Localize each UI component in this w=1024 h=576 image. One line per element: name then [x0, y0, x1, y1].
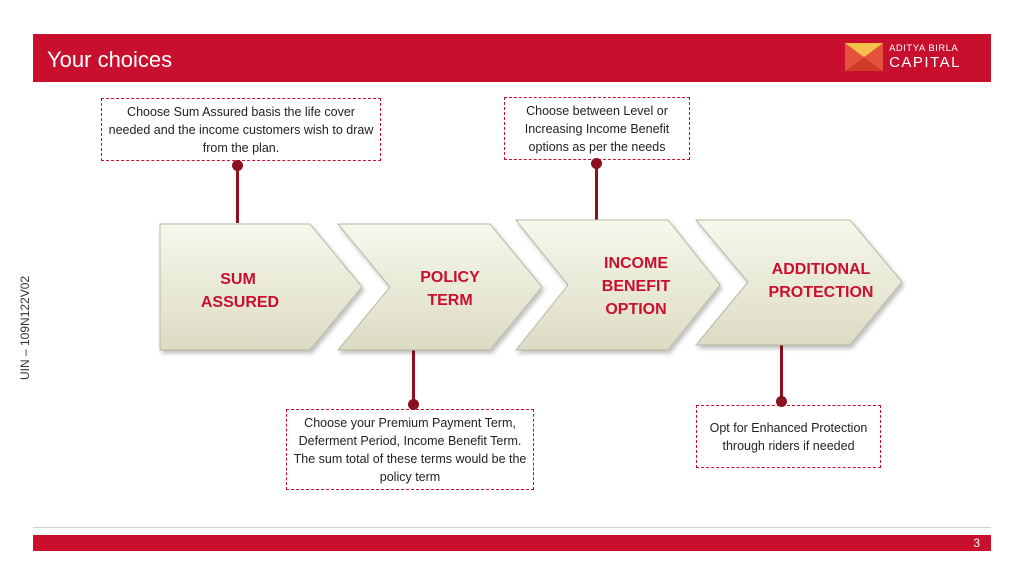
connector-dot-additional-protection — [776, 396, 787, 407]
chevron-label-additional-protection-1: ADDITIONAL — [772, 261, 871, 278]
page-title: Your choices — [47, 47, 173, 72]
connector-dot-sum-assured — [232, 160, 243, 171]
callout-sum-assured-text: Choose Sum Assured basis the life cover … — [108, 104, 374, 155]
chevron-policy-term: POLICY TERM — [336, 223, 543, 351]
chevron-sum-assured: SUM ASSURED — [159, 223, 363, 351]
chevron-label-income-benefit-2: BENEFIT — [602, 278, 671, 295]
footer-divider — [33, 527, 991, 528]
callout-policy-term-text: Choose your Premium Payment Term, Deferm… — [293, 415, 527, 484]
connector-sum-assured — [236, 165, 239, 223]
callout-income-benefit: Choose between Level or Increasing Incom… — [504, 97, 690, 160]
page-number: 3 — [973, 536, 980, 550]
callout-additional-protection: Opt for Enhanced Protection through ride… — [696, 405, 881, 468]
logo-text-bottom: CAPITAL — [889, 54, 961, 72]
chevron-additional-protection: ADDITIONAL PROTECTION — [694, 219, 903, 346]
header-bar: Your choices ADITYA BIRLA CAPITAL — [33, 34, 991, 82]
footer-bar — [33, 535, 991, 551]
connector-dot-policy-term — [408, 399, 419, 410]
callout-additional-protection-text: Opt for Enhanced Protection through ride… — [709, 420, 868, 453]
brand-logo: ADITYA BIRLA CAPITAL — [845, 43, 961, 71]
aditya-birla-logo-icon — [845, 43, 884, 71]
chevron-income-benefit-option: INCOME BENEFIT OPTION — [514, 219, 721, 351]
callout-sum-assured: Choose Sum Assured basis the life cover … — [101, 98, 381, 161]
connector-policy-term — [412, 350, 415, 405]
uin-label: UIN – 109N122V02 — [18, 275, 32, 380]
callout-income-benefit-text: Choose between Level or Increasing Incom… — [524, 103, 670, 154]
chevron-label-policy-term-2: TERM — [427, 292, 472, 309]
callout-policy-term: Choose your Premium Payment Term, Deferm… — [286, 409, 534, 490]
chevron-label-sum-assured-1: SUM — [220, 271, 256, 288]
chevron-label-sum-assured-2: ASSURED — [201, 294, 279, 311]
connector-income-benefit — [595, 163, 598, 221]
logo-text-top: ADITYA BIRLA — [889, 42, 959, 54]
chevron-label-policy-term-1: POLICY — [420, 269, 480, 286]
process-chevrons: SUM ASSURED POLICY TERM INCOME BENEFIT O… — [159, 219, 903, 351]
connector-dot-income-benefit — [591, 158, 602, 169]
chevron-label-income-benefit-3: OPTION — [605, 301, 666, 318]
connector-additional-protection — [780, 345, 783, 401]
chevron-label-income-benefit-1: INCOME — [604, 255, 668, 272]
chevron-label-additional-protection-2: PROTECTION — [769, 284, 874, 301]
